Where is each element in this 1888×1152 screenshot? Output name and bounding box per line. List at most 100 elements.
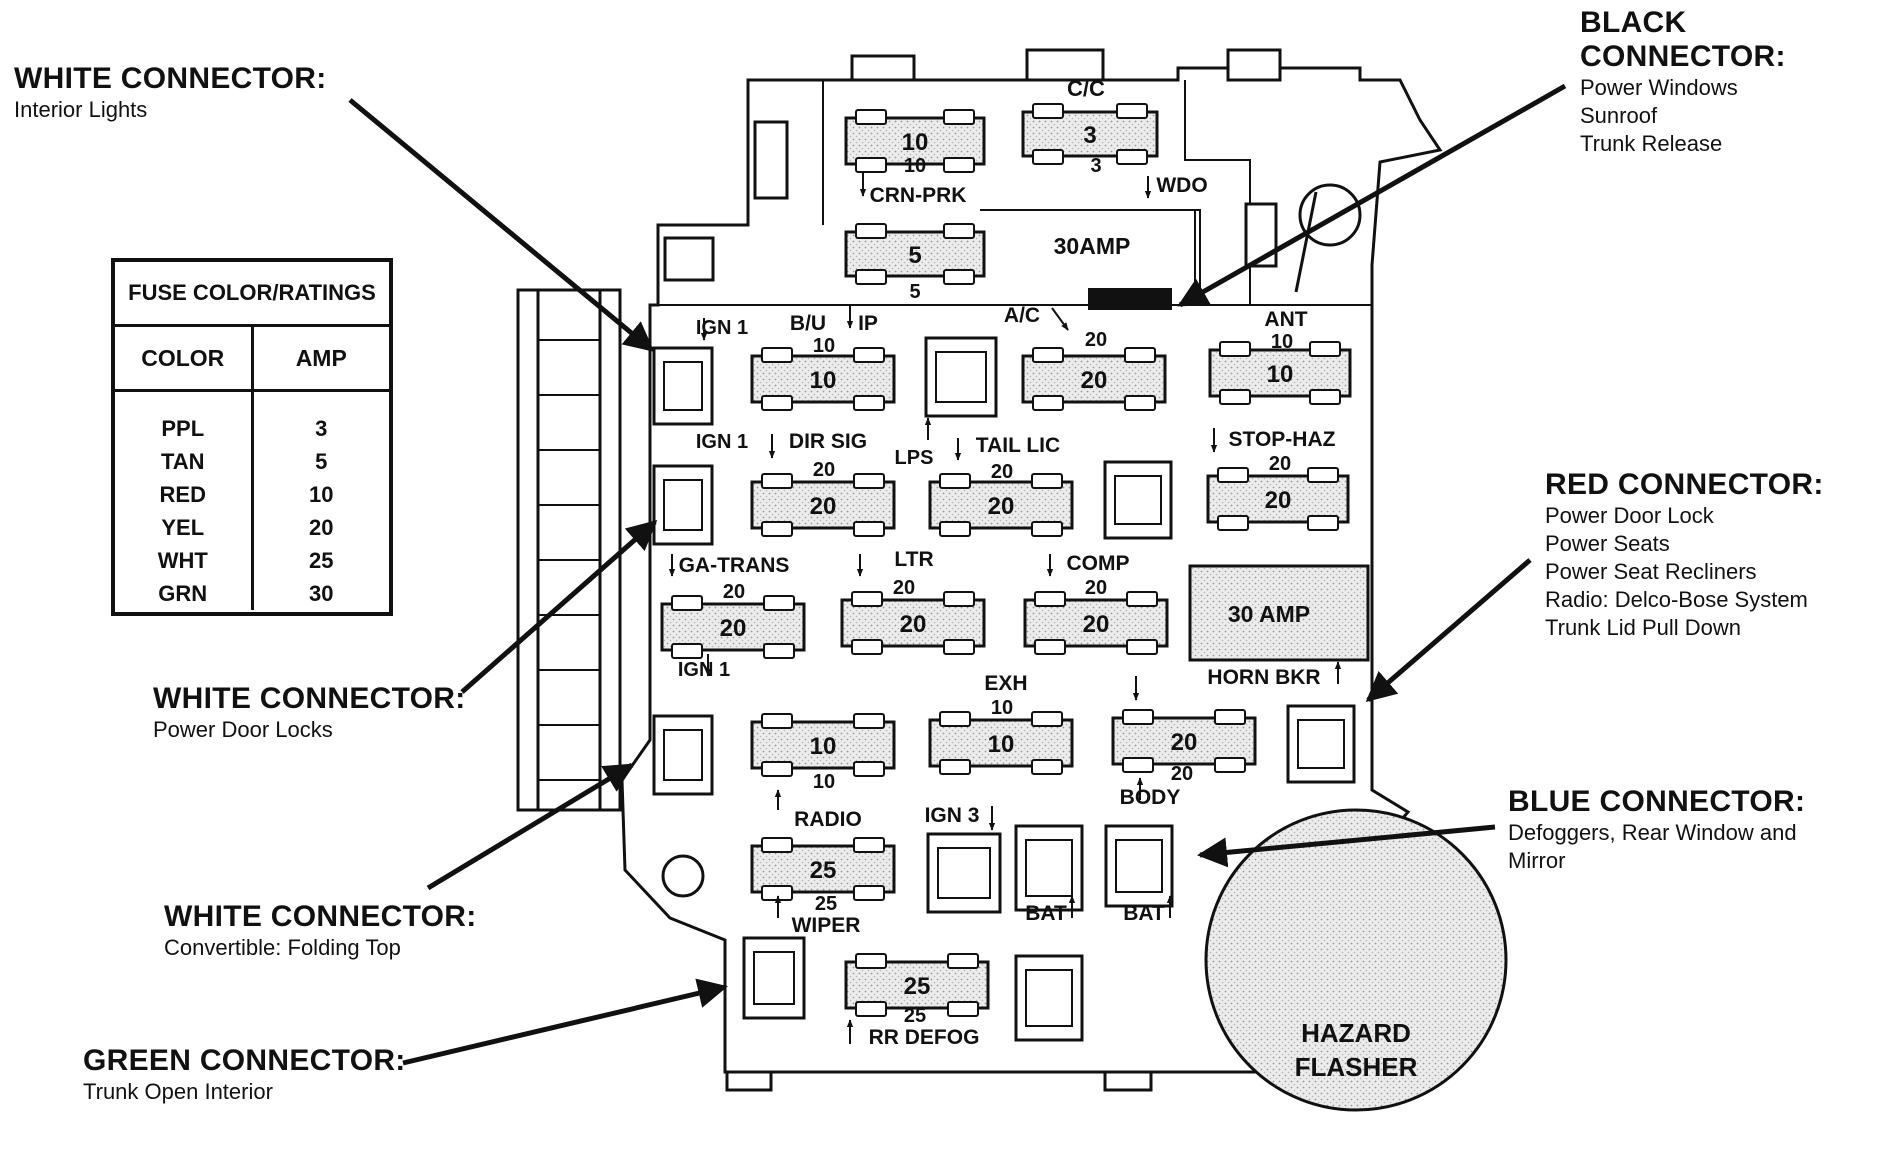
table-cell-amp: 20 — [309, 515, 334, 540]
fuse-radio-wiper: 25 — [750, 837, 896, 901]
fuse-value: 20 — [1081, 367, 1108, 394]
connector-socket — [1014, 824, 1084, 912]
callout-black-connector: BLACK CONNECTOR: Power Windows Sunroof T… — [1580, 6, 1888, 158]
fuse-value: 10 — [988, 731, 1015, 758]
arrow-white-doorlocks — [460, 520, 658, 694]
fuse-value: 20 — [988, 493, 1015, 520]
30-amp-breaker-body — [1188, 564, 1370, 662]
connector-socket — [1103, 460, 1173, 540]
label-comp: COMP — [1067, 552, 1130, 575]
header-amp: AMP — [295, 345, 347, 371]
connector-socket — [652, 714, 714, 796]
callout-red-connector: RED CONNECTOR: Power Door Lock Power Sea… — [1545, 468, 1824, 642]
fuse-value: 20 — [1265, 487, 1292, 514]
label-ga-trans: GA-TRANS — [679, 554, 790, 577]
fuse-rr-defog: 25 — [844, 953, 990, 1017]
fuse-value: 20 — [1171, 729, 1198, 756]
fuse-body: 20 — [1111, 709, 1257, 773]
fuse-rating-label: 25 — [815, 893, 837, 915]
label-rr-defog: RR DEFOG — [869, 1026, 980, 1049]
callout-title: BLACK CONNECTOR: — [1580, 6, 1786, 73]
label-bat-a: BAT — [1025, 902, 1067, 925]
label-flasher: FLASHER — [1295, 1052, 1418, 1082]
fuse-tail-lic: 20 — [928, 473, 1074, 537]
hazard-flasher — [1204, 808, 1508, 1112]
label-wiper: WIPER — [792, 914, 861, 937]
label-amp30-top: 30AMP — [1054, 233, 1131, 259]
callout-blue-connector: BLUE CONNECTOR: Defoggers, Rear Window a… — [1508, 785, 1805, 875]
arrow-white-convertible — [426, 762, 635, 891]
arrow-green — [402, 978, 728, 1066]
fuse-value: 10 — [902, 129, 929, 156]
fuse-value: 10 — [1267, 361, 1294, 388]
connector-socket — [1286, 704, 1356, 784]
table-cell-amp: 3 — [315, 416, 328, 441]
callout-title: WHITE CONNECTOR: — [153, 682, 466, 715]
fuse-ga-trans: 20 — [660, 595, 806, 659]
table-title: FUSE COLOR/RATINGS — [115, 262, 389, 327]
callout-green-connector: GREEN CONNECTOR: Trunk Open Interior — [83, 1044, 406, 1106]
callout-white-connector-doorlocks: WHITE CONNECTOR: Power Door Locks — [153, 682, 466, 744]
fuse-rating-label: 3 — [1090, 155, 1101, 177]
table-cell-amp: 5 — [315, 449, 328, 474]
callout-line: Power Seat Recliners — [1545, 559, 1757, 584]
connector-socket — [1104, 824, 1174, 908]
callout-line: Power Door Lock — [1545, 503, 1714, 528]
fuse-rating-label: 25 — [904, 1005, 926, 1027]
label-bu: B/U — [790, 312, 826, 335]
fuse-comp: 20 — [1023, 591, 1169, 655]
fuse-rating-label: 20 — [1269, 453, 1291, 475]
label-ltr: LTR — [894, 548, 933, 571]
callout-line: Defoggers, Rear Window and — [1508, 820, 1797, 845]
callout-white-connector-interior: WHITE CONNECTOR: Interior Lights — [14, 62, 327, 124]
label-ign3: IGN 3 — [925, 804, 980, 827]
fuse-rating-label: 20 — [813, 459, 835, 481]
callout-line: Power Windows — [1580, 75, 1738, 100]
callout-line: Trunk Release — [1580, 131, 1723, 156]
label-ac: A/C — [1004, 304, 1040, 327]
table-cell-color: TAN — [160, 449, 205, 474]
label-cc: C/C — [1067, 76, 1105, 101]
fuse-value: 20 — [1083, 611, 1110, 638]
fuse-rating-label: 20 — [991, 461, 1013, 483]
table-cell-color: WHT — [157, 548, 208, 573]
arrow-white-interior — [348, 98, 655, 352]
fuse-crn-prk: 10 — [844, 109, 986, 173]
fuse-value: 25 — [810, 857, 837, 884]
fuse-wdo: 3 — [1021, 103, 1159, 165]
table-header: COLOR AMP — [115, 327, 389, 392]
table-cell-color: PPL — [161, 416, 205, 441]
label-ign1-a: IGN 1 — [696, 317, 748, 339]
label-exh: EXH — [984, 672, 1027, 695]
arrow-blue — [1197, 824, 1496, 868]
callout-title: BLUE CONNECTOR: — [1508, 785, 1806, 818]
table-body: PPL TAN RED YEL WHT GRN 3 5 10 20 25 30 — [115, 392, 389, 610]
callout-title: RED CONNECTOR: — [1545, 468, 1824, 501]
fuse-value: 25 — [904, 973, 931, 1000]
relay-post — [1294, 183, 1362, 293]
label-crn-prk: CRN-PRK — [870, 184, 967, 207]
fuse-color-ratings-table: FUSE COLOR/RATINGS COLOR AMP PPL TAN RED… — [111, 258, 393, 616]
callout-line: Power Door Locks — [153, 717, 333, 742]
fuse-exh: 10 — [928, 711, 1074, 775]
table-cell-amp: 10 — [309, 482, 334, 507]
callout-white-connector-convertible: WHITE CONNECTOR: Convertible: Folding To… — [164, 900, 477, 962]
connector-socket — [924, 336, 998, 418]
fuse-value: 20 — [720, 615, 747, 642]
connector-socket — [742, 936, 806, 1020]
label-bat-b: BAT — [1123, 902, 1165, 925]
connector-socket — [926, 832, 1002, 914]
fuse-rating-label: 10 — [813, 771, 835, 793]
fuse-ac: 20 — [1021, 347, 1167, 411]
label-amp30-mid: 30 AMP — [1228, 601, 1310, 627]
fuse-rating-label: 20 — [1171, 763, 1193, 785]
callout-arrows — [348, 83, 1567, 1066]
fuse-rating-label: 20 — [723, 581, 745, 603]
connector-socket — [652, 346, 714, 426]
callout-line: Radio: Delco-Bose System — [1545, 587, 1808, 612]
black-connector — [1088, 288, 1172, 310]
amp-column: 3 5 10 20 25 30 — [254, 392, 390, 610]
callout-title: WHITE CONNECTOR: — [14, 62, 327, 95]
